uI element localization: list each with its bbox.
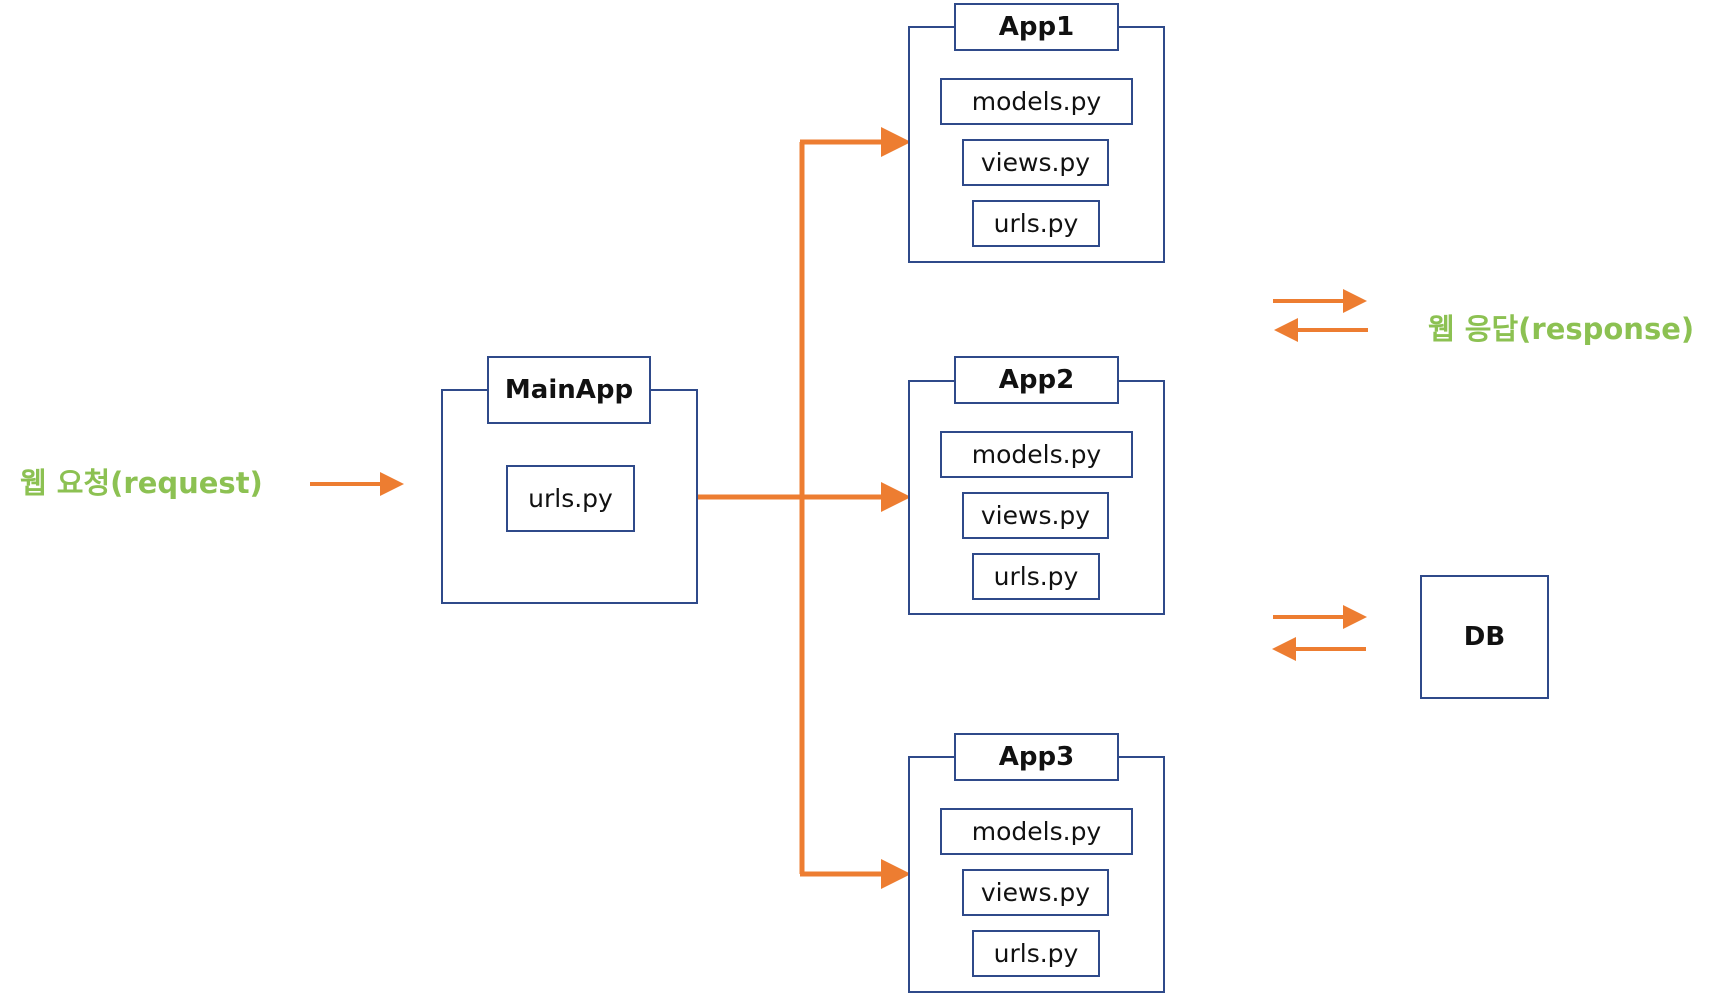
response-label: 웹 응답(response)	[1428, 312, 1695, 346]
request-label: 웹 요청(request)	[20, 466, 263, 500]
app3-title: App3	[954, 733, 1119, 781]
app1-models-file: models.py	[940, 78, 1133, 125]
main-app-urls-file: urls.py	[506, 465, 635, 532]
app2-title: App2	[954, 356, 1119, 404]
app1-views-file: views.py	[962, 139, 1109, 186]
app3-urls-file: urls.py	[972, 930, 1100, 977]
app1-title: App1	[954, 3, 1119, 51]
db-box: DB	[1420, 575, 1549, 699]
app1-urls-file: urls.py	[972, 200, 1100, 247]
app2-views-file: views.py	[962, 492, 1109, 539]
app2-urls-file: urls.py	[972, 553, 1100, 600]
main-app-title: MainApp	[487, 356, 651, 424]
app2-models-file: models.py	[940, 431, 1133, 478]
app3-models-file: models.py	[940, 808, 1133, 855]
app3-views-file: views.py	[962, 869, 1109, 916]
